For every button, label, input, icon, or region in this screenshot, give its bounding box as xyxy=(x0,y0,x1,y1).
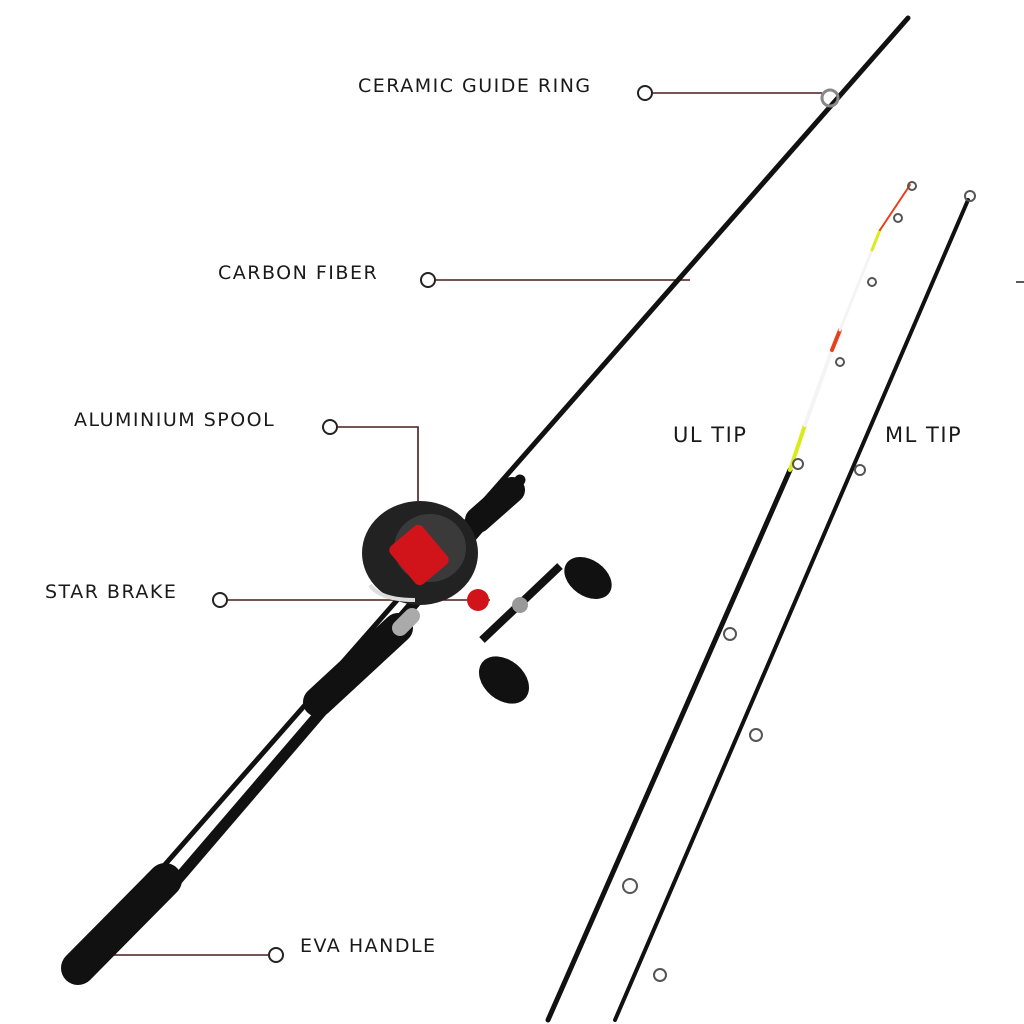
dot-icon xyxy=(268,947,284,963)
label-ml-tip: ML TIP xyxy=(885,423,963,447)
leader-lines xyxy=(110,92,822,956)
eva-fore-grip xyxy=(303,613,413,717)
star-brake xyxy=(467,589,489,611)
dot-icon xyxy=(322,419,338,435)
dot-icon xyxy=(420,272,436,288)
main-rod xyxy=(61,15,911,985)
label-aluminium-spool: ALUMINIUM SPOOL xyxy=(74,409,276,431)
label-star-brake: STAR BRAKE xyxy=(45,581,178,603)
dot-icon xyxy=(637,85,653,101)
ceramic-guide-ring xyxy=(820,88,840,108)
baitcaster-reel xyxy=(362,501,612,704)
label-carbon-fiber: CARBON FIBER xyxy=(218,262,379,284)
label-ceramic-guide-ring: CERAMIC GUIDE RING xyxy=(358,75,592,97)
ml-tip-rod xyxy=(613,190,976,1022)
eva-butt-grip xyxy=(61,863,182,985)
dot-icon xyxy=(212,592,228,608)
label-ul-tip: UL TIP xyxy=(673,423,748,447)
ul-tip-rod xyxy=(545,181,917,1023)
label-eva-handle: EVA HANDLE xyxy=(300,935,437,957)
aluminium-spool xyxy=(389,524,449,586)
callout-dots xyxy=(212,85,653,963)
